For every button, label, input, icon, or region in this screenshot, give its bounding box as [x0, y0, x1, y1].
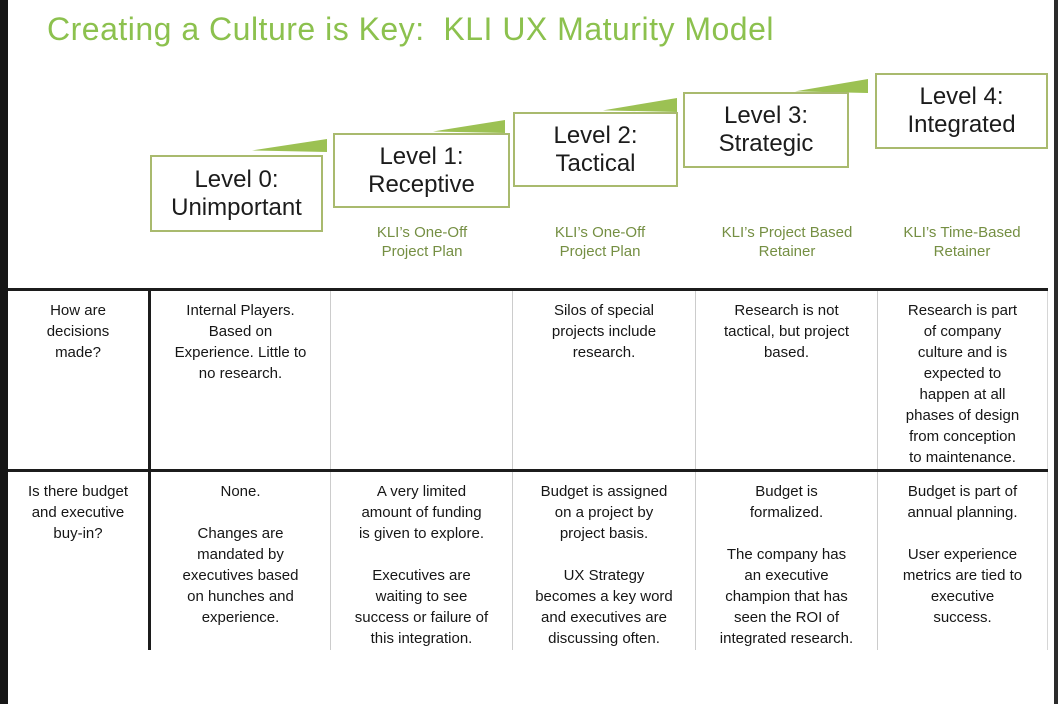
step-ramp-icon-0 — [252, 139, 327, 152]
level-subtitle-3: KLI’s Project Based Retainer — [721, 224, 853, 260]
table-cell: Silos of special projects include resear… — [513, 291, 696, 469]
table-cell: None. Changes are mandated by executives… — [151, 472, 331, 650]
row-question: How are decisions made? — [8, 291, 151, 469]
level-box-4: Level 4: Integrated — [875, 73, 1048, 149]
table-cell: Research is not tactical, but project ba… — [696, 291, 878, 469]
step-ramp-icon-1 — [433, 120, 505, 133]
table-cell — [331, 291, 513, 469]
table-cell: Budget is formalized. The company has an… — [696, 472, 878, 650]
step-ramp-icon-3 — [795, 79, 868, 93]
table-cell: Research is part of company culture and … — [878, 291, 1048, 469]
right-edge-line — [1054, 0, 1058, 704]
slide-title: Creating a Culture is Key: KLI UX Maturi… — [47, 11, 774, 47]
level-box-3-label: Level 3: Strategic — [718, 102, 814, 157]
level-box-0-label: Level 0: Unimportant — [171, 165, 302, 221]
level-subtitle-2: KLI’s One-Off Project Plan — [554, 224, 646, 260]
level-box-0: Level 0: Unimportant — [150, 155, 323, 232]
level-box-1-label: Level 1: Receptive — [368, 142, 475, 198]
level-box-1: Level 1: Receptive — [333, 133, 510, 208]
table-cell: Budget is part of annual planning. User … — [878, 472, 1048, 650]
left-edge-bar — [0, 0, 8, 704]
level-box-2: Level 2: Tactical — [513, 112, 678, 187]
table-row-decisions: How are decisions made? Internal Players… — [8, 288, 1048, 469]
table-cell: Internal Players. Based on Experience. L… — [151, 291, 331, 469]
maturity-table: How are decisions made? Internal Players… — [8, 288, 1048, 650]
level-subtitle-4: KLI’s Time-Based Retainer — [903, 224, 1021, 260]
level-box-3: Level 3: Strategic — [683, 92, 849, 168]
level-box-4-label: Level 4: Integrated — [907, 83, 1016, 138]
level-box-2-label: Level 2: Tactical — [553, 121, 638, 177]
table-cell: Budget is assigned on a project by proje… — [513, 472, 696, 650]
table-cell: A very limited amount of funding is give… — [331, 472, 513, 650]
table-row-budget: Is there budget and executive buy-in? No… — [8, 469, 1048, 650]
level-subtitle-1: KLI’s One-Off Project Plan — [376, 224, 468, 260]
step-ramp-icon-2 — [603, 98, 677, 112]
row-question: Is there budget and executive buy-in? — [8, 472, 151, 650]
